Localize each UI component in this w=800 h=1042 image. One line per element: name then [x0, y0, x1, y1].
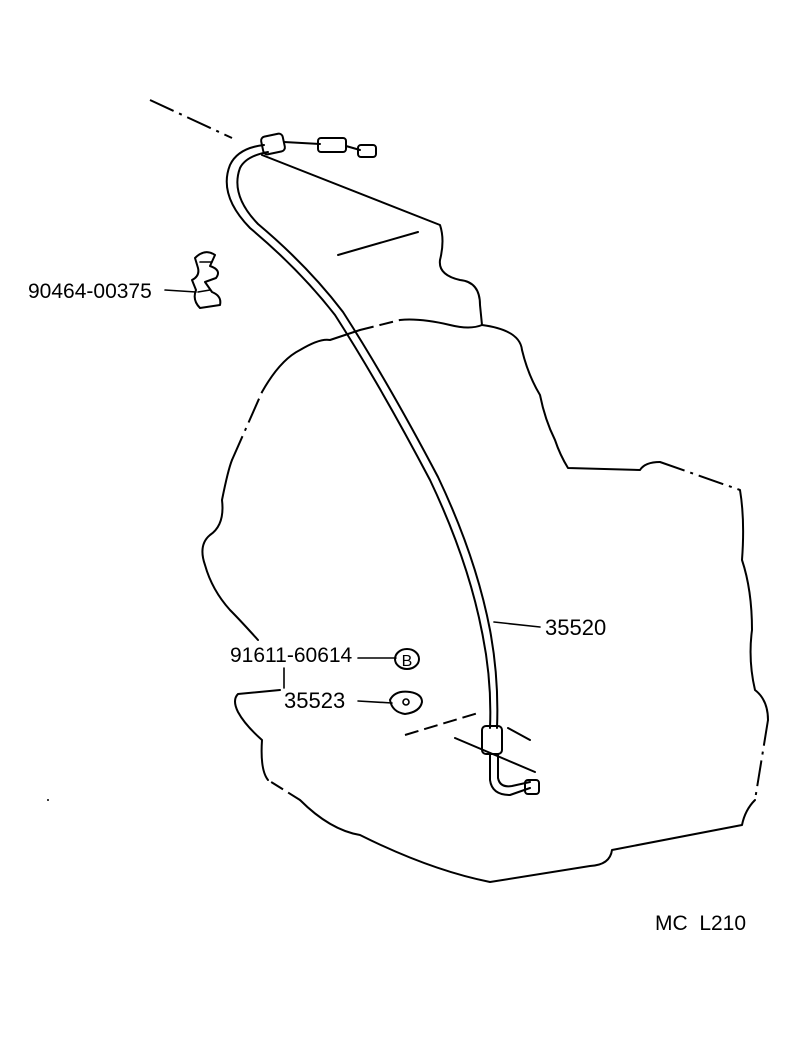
leader-clamp: [164, 289, 197, 293]
clamp-90464-00375: [191, 251, 222, 309]
transmission-housing: [47, 154, 769, 883]
leader-bracket: [357, 700, 393, 704]
bracket-35523: [389, 690, 423, 715]
cable-35520: [225, 132, 540, 796]
part-label-bolt: 91611-60614: [230, 644, 353, 667]
part-label-bracket: 35523: [284, 688, 345, 713]
part-label-clamp: 90464-00375: [28, 280, 152, 303]
bolt-marker-letter: B: [402, 653, 413, 670]
leader-cable: [493, 621, 541, 628]
bolt-symbol: B: [394, 648, 420, 670]
diagram-code: MC L210: [655, 912, 746, 935]
part-label-cable: 35520: [545, 615, 606, 640]
centerline: [149, 99, 233, 139]
